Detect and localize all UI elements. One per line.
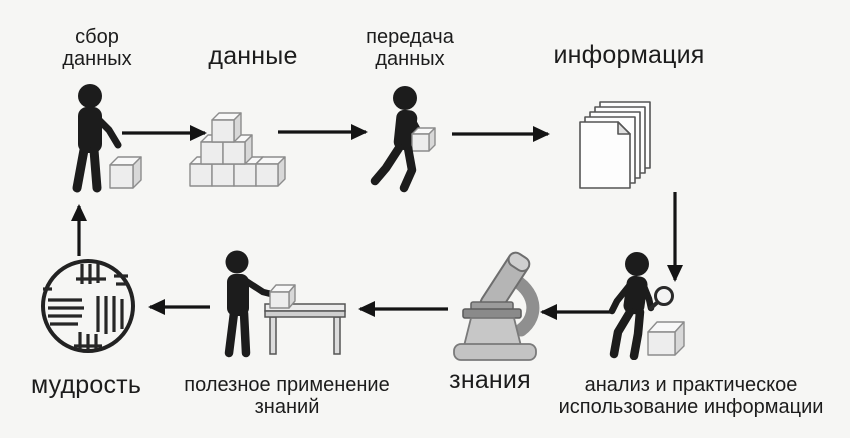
magnifier-icon: [649, 286, 674, 310]
document-stack-icon: [579, 101, 651, 189]
tally-marks: [43, 263, 128, 351]
label-analysis-line2: использование информации: [558, 396, 824, 418]
cube-pyramid-icon: [189, 112, 286, 187]
small-cube-icon: [109, 156, 142, 189]
label-collect: сбор данных: [62, 26, 131, 70]
label-collect-line2: данных: [62, 48, 132, 70]
label-analysis: анализ и практическое использование инфо…: [559, 374, 824, 418]
person-at-table-icon: [224, 250, 346, 358]
label-transfer: передача данных: [366, 26, 454, 70]
label-apply-line2: знаний: [254, 396, 320, 418]
microscope-icon: [453, 251, 540, 361]
tally-circle-icon: [41, 259, 135, 353]
label-wisdom: мудрость: [30, 371, 142, 399]
label-analysis-line1: анализ и практическое: [584, 374, 798, 396]
label-apply-line1: полезное применение: [184, 374, 390, 396]
person-with-magnifier-icon: [608, 252, 685, 360]
label-data: данные: [208, 42, 298, 70]
person-carrying-cube-icon: [370, 86, 436, 193]
label-apply: полезное применение знаний: [184, 374, 389, 418]
analyzed-cube-icon: [647, 321, 685, 356]
table-icon: [264, 303, 346, 355]
person-pointing-at-cube-icon: [72, 84, 142, 193]
cube-on-table-icon: [269, 284, 296, 309]
carried-cube-icon: [411, 127, 436, 152]
label-transfer-line2: данных: [375, 48, 445, 70]
label-transfer-line1: передача: [366, 26, 454, 48]
label-information: информация: [553, 41, 705, 69]
label-collect-line1: сбор: [75, 26, 119, 48]
label-knowledge: знания: [449, 366, 531, 394]
